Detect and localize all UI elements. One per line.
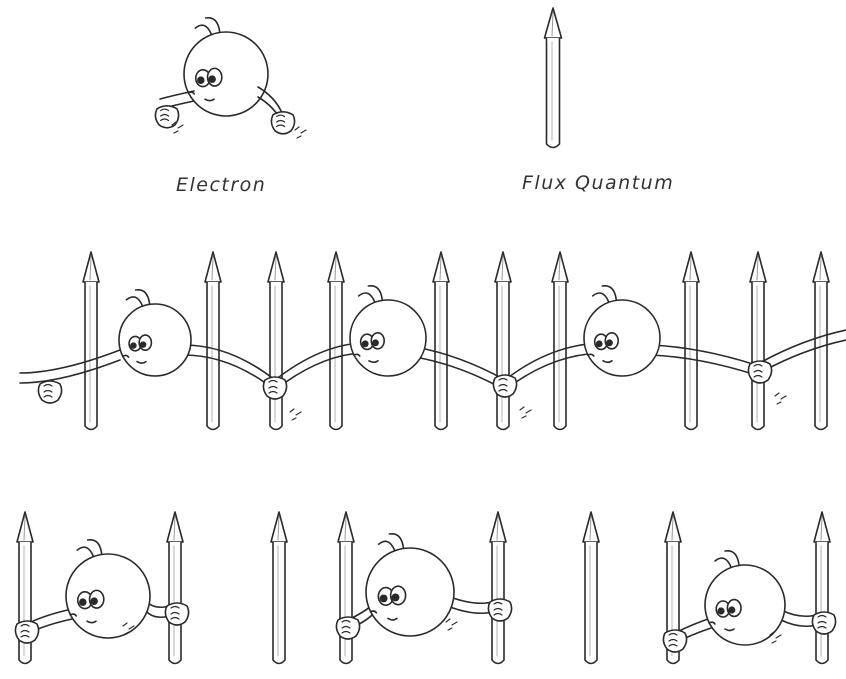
hand-icon: [164, 602, 190, 626]
hand-icon: [811, 611, 837, 635]
electron-label: Electron: [176, 174, 267, 196]
flux-quantum-icon: [270, 511, 288, 665]
electron-character-icon: [65, 538, 151, 639]
hand-icon: [747, 360, 773, 384]
flux-quantum-icon: [432, 251, 450, 431]
hand-icon: [270, 111, 296, 135]
flux-quantum-icon: [551, 251, 569, 431]
flux-quantum-icon: [337, 511, 355, 665]
flux-quantum-icon: [82, 251, 100, 431]
electron-character-icon: [365, 532, 455, 637]
electron-pair-row: [14, 511, 837, 665]
flux-quantum-icon: [327, 251, 345, 431]
hand-icon: [662, 629, 688, 653]
flux-quantum-icon: [489, 511, 507, 665]
flux-quantum-icon: [682, 251, 700, 431]
electron-chain-row: [19, 251, 846, 431]
hand-icon: [262, 376, 288, 400]
electron-arm: [414, 346, 506, 391]
hand-icon: [37, 380, 63, 404]
hand-icon: [154, 105, 180, 129]
hand-icon: [14, 620, 40, 644]
hand-icon: [335, 616, 361, 640]
flux-quantum-icon: [543, 7, 563, 149]
flux-quantum-icon: [267, 251, 285, 431]
electron-arm: [274, 342, 363, 391]
electron-character-icon: [183, 16, 269, 117]
flux-quantum-icon: [813, 511, 831, 665]
electron-character-icon: [349, 284, 427, 377]
flux-quantum-label: Flux Quantum: [522, 172, 675, 194]
flux-quantum-icon: [582, 511, 600, 665]
electron-character-icon: [704, 549, 786, 646]
flux-quantum-icon: [812, 251, 830, 431]
hand-icon: [492, 374, 518, 398]
electron-arm: [649, 344, 757, 376]
electron-character-icon: [583, 284, 661, 377]
legend-electron-icon: [154, 16, 307, 139]
legend-flux-quantum-icon: [543, 7, 563, 149]
flux-quantum-icon: [204, 251, 222, 431]
flux-quantum-icon: [166, 511, 184, 665]
hand-icon: [487, 598, 513, 622]
electron-arm: [183, 344, 276, 391]
electron-character-icon: [118, 288, 192, 377]
flux-quantum-icon: [494, 251, 512, 431]
flux-quantum-icon: [749, 251, 767, 431]
electron-arm: [19, 349, 121, 384]
